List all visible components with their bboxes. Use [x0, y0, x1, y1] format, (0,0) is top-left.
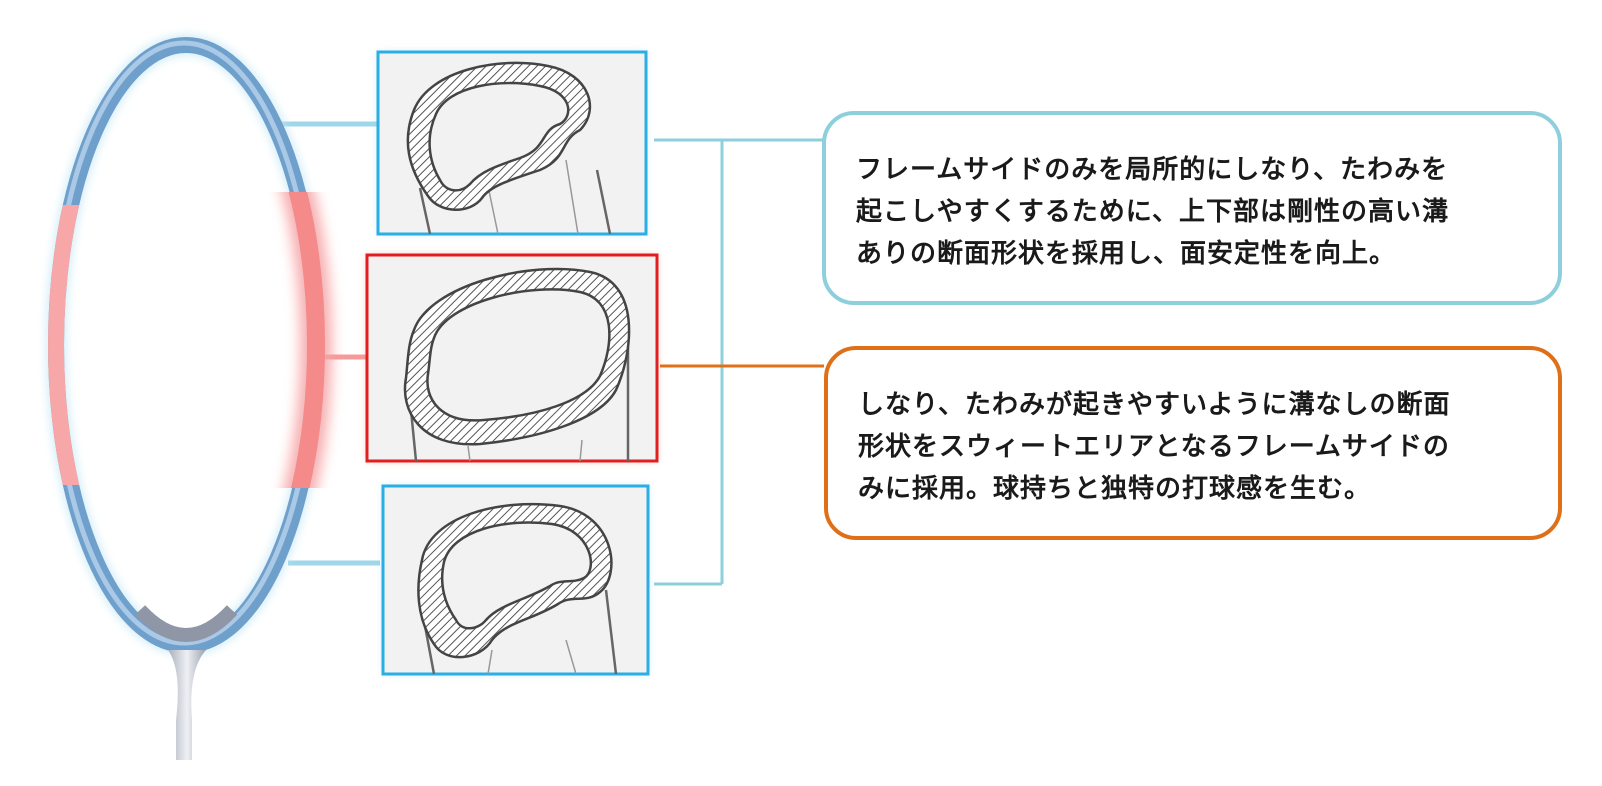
callout-grooved-section: フレームサイドのみを局所的にしなり、たわみを 起こしやすくするために、上下部は剛…	[822, 111, 1562, 305]
cross-section-panel-top	[376, 50, 648, 236]
callout-bottom-line-1: しなり、たわみが起きやすいように溝なしの断面	[858, 390, 1451, 420]
callout-top-line-1: フレームサイドのみを局所的にしなり、たわみを	[856, 155, 1449, 185]
callout-top-line-2: 起こしやすくするために、上下部は剛性の高い溝	[856, 197, 1449, 227]
callout-top-line-3: ありの断面形状を採用し、面安定性を向上。	[856, 239, 1397, 269]
callout-bottom-line-3: みに採用。球持ちと独特の打球感を生む。	[858, 474, 1372, 504]
callout-bottom-line-2: 形状をスウィートエリアとなるフレームサイドの	[858, 432, 1450, 462]
grooved-cross-section-icon	[406, 61, 612, 235]
cross-section-panel-bottom	[381, 484, 650, 676]
no-groove-cross-section-icon	[403, 267, 631, 462]
bracket-connector-blue	[654, 138, 824, 586]
grooved-cross-section-icon-bottom	[417, 502, 618, 675]
cross-section-panel-middle	[365, 253, 659, 463]
racket-shaft	[168, 650, 206, 760]
callout-no-groove-section: しなり、たわみが起きやすいように溝なしの断面 形状をスウィートエリアとなるフレー…	[824, 346, 1562, 540]
racket-frame	[45, 34, 333, 656]
